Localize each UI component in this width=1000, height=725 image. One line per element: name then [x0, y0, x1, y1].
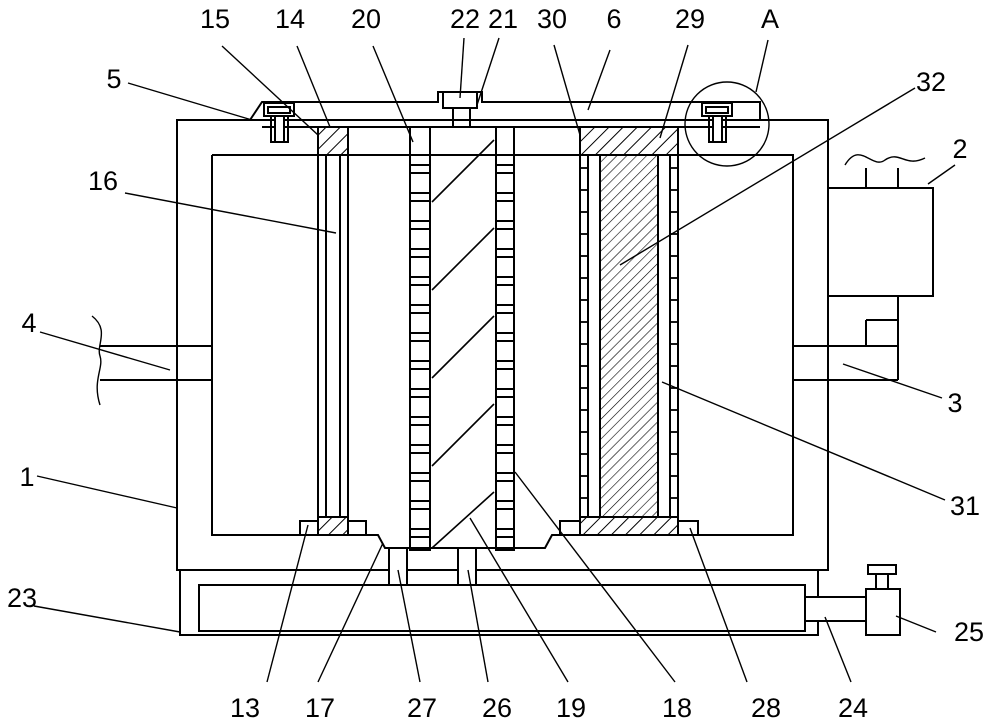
label-part-22: 22	[450, 4, 480, 34]
spiral-blade-segment	[431, 491, 495, 549]
label-part-31: 31	[950, 491, 980, 521]
label-part-26: 26	[482, 693, 512, 723]
drain-valve	[804, 564, 901, 636]
spiral-blade-segment	[431, 139, 495, 203]
part-labels: 1 2 3 4 5 6 13 14 15 16 17 18 19 20 21 2…	[7, 4, 984, 723]
label-part-16: 16	[88, 166, 118, 196]
label-part-14: 14	[275, 4, 305, 34]
bottom-tray	[179, 547, 819, 636]
tank-body	[176, 119, 829, 571]
label-part-23: 23	[7, 583, 37, 613]
label-part-27: 27	[407, 693, 437, 723]
left-filter	[299, 126, 367, 536]
label-part-17: 17	[305, 693, 335, 723]
leader-lines	[33, 37, 956, 683]
label-part-5: 5	[106, 64, 121, 94]
label-part-13: 13	[230, 693, 260, 723]
lid-bolt-left	[263, 102, 295, 143]
label-part-29: 29	[675, 4, 705, 34]
label-part-21: 21	[488, 4, 518, 34]
label-part-20: 20	[351, 4, 381, 34]
right-filter	[559, 126, 699, 536]
detail-circle-a	[684, 81, 770, 167]
spiral-blade-segment	[431, 315, 495, 379]
spiral-blade-segment	[431, 403, 495, 467]
label-part-2: 2	[952, 134, 967, 164]
label-part-1: 1	[19, 462, 34, 492]
label-part-25: 25	[954, 617, 984, 647]
center-tube	[409, 126, 515, 551]
label-part-6: 6	[606, 4, 621, 34]
label-part-32: 32	[916, 67, 946, 97]
lid	[249, 91, 761, 128]
lid-bolt-right	[701, 102, 733, 143]
label-part-15: 15	[200, 4, 230, 34]
spiral-blade-segment	[431, 227, 495, 291]
outlet-pipe	[793, 296, 899, 381]
label-part-3: 3	[947, 388, 962, 418]
pump	[827, 154, 934, 297]
label-detail-a: A	[761, 4, 779, 34]
label-part-18: 18	[662, 693, 692, 723]
label-part-30: 30	[537, 4, 567, 34]
label-part-28: 28	[751, 693, 781, 723]
label-part-24: 24	[838, 693, 868, 723]
label-part-4: 4	[21, 308, 36, 338]
label-part-19: 19	[556, 693, 586, 723]
inlet-pipe	[91, 315, 212, 406]
